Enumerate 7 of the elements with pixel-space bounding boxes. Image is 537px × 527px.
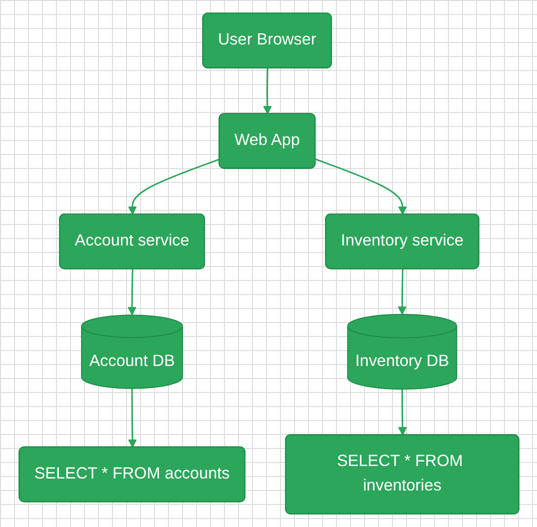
arrow — [314, 158, 406, 215]
arrow — [127, 388, 136, 448]
arrow — [127, 269, 136, 316]
arrow — [127, 158, 220, 215]
arrow — [262, 68, 272, 114]
arrow — [398, 389, 406, 436]
arrow — [397, 269, 406, 315]
